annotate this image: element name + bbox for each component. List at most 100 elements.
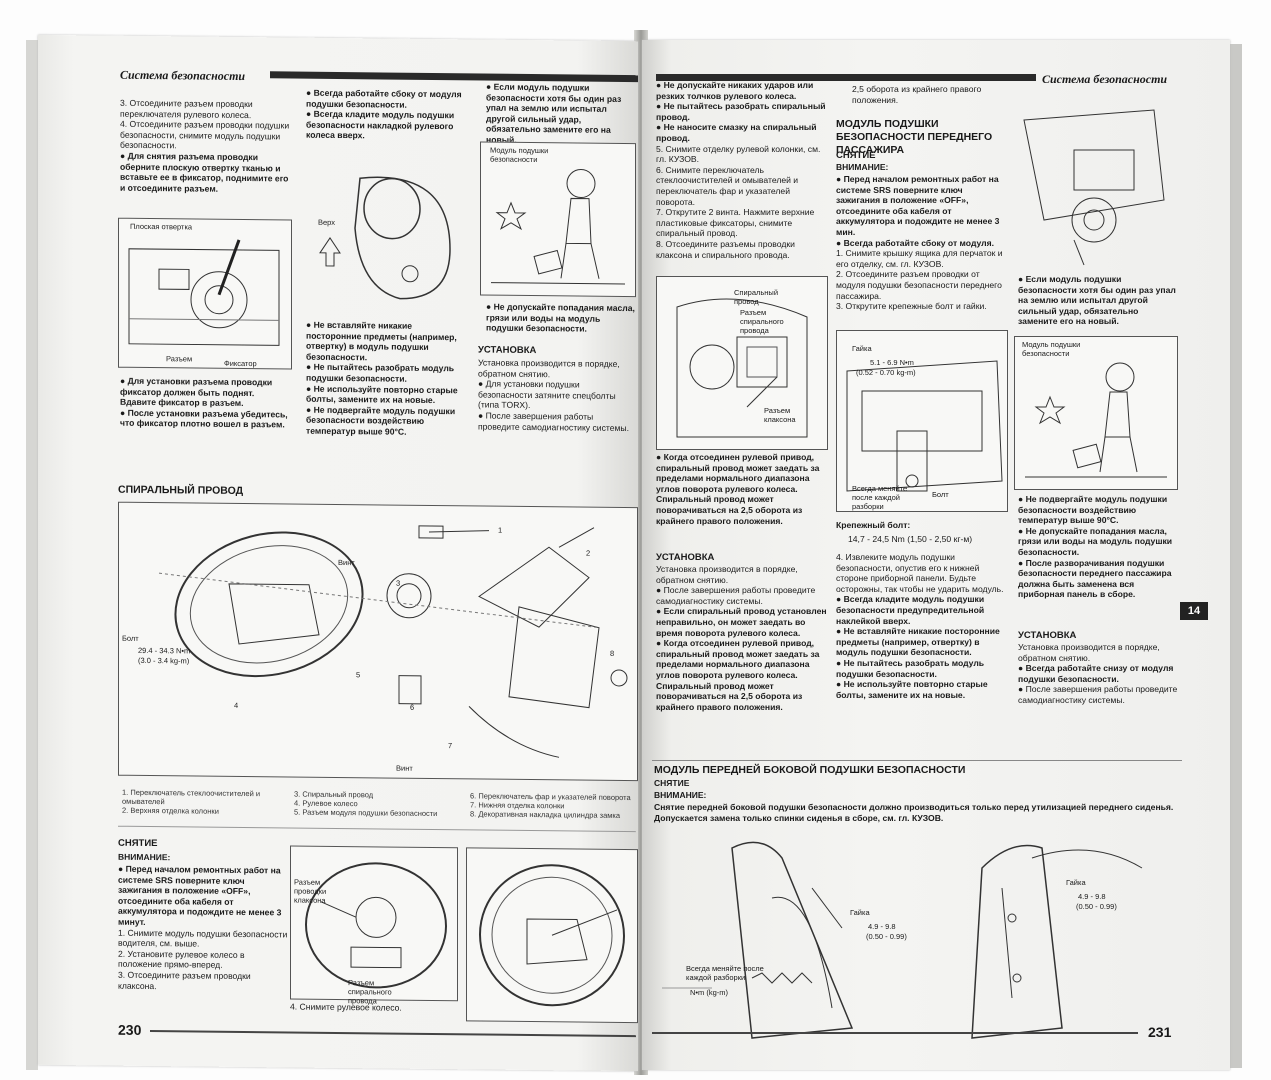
- spiral-heading: СПИРАЛЬНЫЙ ПРОВОД: [118, 483, 244, 498]
- dashboard-module-figure: [1014, 90, 1176, 270]
- text-line: ● После завершения работы проведите само…: [478, 410, 629, 433]
- figure-label: 4.9 - 9.8: [1078, 892, 1106, 901]
- figure-label: Модуль подушки безопасности: [490, 145, 549, 165]
- figure-label: Фиксатор: [224, 358, 257, 369]
- text-line: ● Для снятия разъема проводки оберните п…: [120, 150, 289, 194]
- text-line: ● После установки разъема убедитесь, что…: [120, 407, 288, 430]
- left-col1-bottom: ● Для установки разъема проводки фиксато…: [120, 376, 290, 431]
- seat-frame-figure: [942, 828, 1172, 1048]
- steering-wheel-figure: [466, 847, 638, 1024]
- text-line: 4. Отсоедините разъем проводки подушки б…: [120, 118, 290, 151]
- figure-callout: 7: [448, 741, 453, 751]
- figure-label: Винт: [396, 763, 413, 773]
- right-col1-install: Установка производится в порядке, обратн…: [656, 564, 828, 712]
- legend-item: 8. Декоративная накладка цилиндра замка: [470, 809, 621, 820]
- figure-callout: 8: [610, 648, 615, 658]
- figure-label: Верх: [318, 217, 336, 227]
- attention-label: ВНИМАНИЕ:: [118, 851, 171, 863]
- right-col3-install: Установка производится в порядке, обратн…: [1018, 642, 1178, 706]
- spiral-exploded-figure: [118, 501, 638, 782]
- text-line: ● Всегда кладите модуль подушки безопасн…: [306, 108, 455, 141]
- left-col2-top: ● Всегда работайте сбоку от модуля подуш…: [306, 88, 466, 143]
- left-col3-bottom: ● Не допускайте попадания масла, грязи и…: [486, 302, 636, 335]
- install-heading: УСТАНОВКА: [478, 344, 537, 357]
- text-line: ● Не подвергайте модуль подушки безопасн…: [1018, 494, 1168, 526]
- header-rule: [656, 74, 1036, 81]
- text-line: 7. Открутите 2 винта. Нажмите верхние пл…: [656, 207, 815, 239]
- figure-label: Разъем клаксона: [764, 406, 796, 424]
- right-page-number: 231: [1148, 1024, 1172, 1040]
- removal-heading: СНЯТИЕ: [118, 837, 158, 850]
- left-col3-top: ● Если модуль подушки безопасности хотя …: [486, 82, 636, 147]
- removal-heading: СНЯТИЕ: [654, 778, 690, 788]
- text-line: ● Не допускайте попадания масла, грязи и…: [1018, 525, 1173, 557]
- text-line: ● Не пытайтесь разобрать модуль подушки …: [306, 362, 455, 384]
- left-page-header: Система безопасности: [120, 67, 246, 84]
- text-line: Установка производится в порядке, обратн…: [478, 357, 620, 379]
- text-line: 3. Открутите крепежные болт и гайки.: [836, 301, 987, 312]
- figure-label: Модуль подушки безопасности: [1022, 340, 1081, 358]
- right-col2-top: 2,5 оборота из крайнего правого положени…: [852, 84, 982, 105]
- right-col3-mid: ● Если модуль подушки безопасности хотя …: [1018, 274, 1176, 327]
- text-line: ● Для установки подушки безопасности зат…: [478, 378, 616, 411]
- passenger-module-figure: [836, 330, 1008, 512]
- figure-callout: 2: [586, 548, 591, 558]
- step4-text: 4. Снимите рулевое колесо.: [290, 1001, 402, 1013]
- text-line: ● Не используйте повторно старые болты, …: [306, 383, 458, 406]
- install-heading-2: УСТАНОВКА: [1018, 630, 1077, 641]
- text-line: 5. Снимите отделку рулевой колонки, см. …: [656, 143, 821, 165]
- header-rule: [270, 71, 638, 83]
- figure-label: Болт: [122, 633, 139, 643]
- seat-airbag-figure: [652, 828, 920, 1048]
- text-line: 8. Отсоедините разъемы проводки клаксона…: [656, 238, 795, 260]
- text-line: ● Не вставляйте никакие посторонние пред…: [836, 626, 1000, 658]
- text-line: ● Всегда работайте сбоку от модуля подуш…: [306, 87, 462, 110]
- text-line: ● Не подвергайте модуль подушки безопасн…: [306, 404, 456, 437]
- figure-callout: 1: [498, 525, 503, 535]
- text-line: ● Если модуль подушки безопасности хотя …: [486, 81, 622, 145]
- text-line: 1. Снимите модуль подушки безопасности в…: [118, 927, 288, 949]
- footer-rule: [652, 1032, 1138, 1034]
- legend-col1: 1. Переключатель стеклоочистителей и омы…: [122, 788, 282, 817]
- dropped-module-figure: [480, 141, 636, 298]
- text-line: ● Перед началом ремонтных работ на систе…: [118, 863, 282, 927]
- figure-label: Болт: [932, 490, 949, 499]
- text-line: ● Всегда работайте снизу от модуля подуш…: [1018, 663, 1174, 684]
- airbag-module-figure: [300, 158, 468, 308]
- figure-callout: 3: [396, 578, 401, 588]
- figure-label: Винт: [338, 558, 355, 568]
- text-line: Установка производится в порядке, обратн…: [1018, 642, 1160, 663]
- page-edge-right: [1228, 44, 1242, 1068]
- legend-col2: 3. Спиральный провод 4. Рулевое колесо 5…: [294, 790, 464, 819]
- text-line: ● Всегда кладите модуль подушки безопасн…: [836, 594, 985, 626]
- text-line: ● Всегда работайте сбоку от модуля.: [836, 237, 995, 248]
- bolt-heading: Крепежный болт:: [836, 520, 911, 530]
- passenger-airbag-heading: МОДУЛЬ ПОДУШКИ БЕЗОПАСНОСТИ ПЕРЕДНЕГО ПА…: [836, 118, 993, 156]
- text-line: 2. Отсоедините разъем проводки от модуля…: [836, 269, 1002, 301]
- text-line: ● После разворачивания подушки безопасно…: [1018, 557, 1172, 600]
- removal-heading: СНЯТИЕ: [836, 150, 876, 161]
- dropped-passenger-module-figure: [1014, 336, 1178, 490]
- removal-text: ● Перед началом ремонтных работ на систе…: [118, 864, 288, 993]
- text-line: ● После завершения работы проведите само…: [1018, 684, 1178, 705]
- figure-callout: 5: [356, 670, 361, 680]
- right-page: Система безопасности ● Не допускайте ник…: [642, 40, 1230, 1070]
- figure-label: 29.4 - 34.3 N•m: [138, 645, 191, 656]
- text-line: 3. Отсоедините разъем проводки клаксона.: [118, 969, 251, 991]
- text-line: ● Перед началом ремонтных работ на систе…: [836, 174, 1000, 237]
- figure-label: (3.0 - 3.4 kg-m): [138, 655, 190, 666]
- text-line: 1. Снимите крышку ящика для перчаток и е…: [836, 248, 1003, 269]
- figure-label: Всегда меняйте после каждой разборки: [686, 964, 764, 982]
- figure-label: Плоская отвертка: [130, 221, 193, 232]
- text-line: 4. Извлеките модуль подушки безопасности…: [836, 552, 1004, 594]
- text-line: ● Не пытайтесь разобрать спиральный пров…: [656, 101, 826, 122]
- figure-label: (0.50 - 0.99): [1076, 902, 1117, 911]
- figure-label: Разъем спирального провода: [740, 308, 784, 335]
- figure-label: N•m (kg-m): [690, 988, 729, 997]
- side-airbag-heading: МОДУЛЬ ПЕРЕДНЕЙ БОКОВОЙ ПОДУШКИ БЕЗОПАСН…: [654, 764, 966, 776]
- footer-rule: [150, 1030, 636, 1038]
- figure-label: Разъем проводки клаксона: [294, 877, 327, 905]
- figure-label: 5.1 - 6.9 N•m: [870, 358, 914, 367]
- left-col2-bottom: ● Не вставляйте никакие посторонние пред…: [306, 320, 468, 438]
- install-text: Установка производится в порядке, обратн…: [478, 357, 636, 433]
